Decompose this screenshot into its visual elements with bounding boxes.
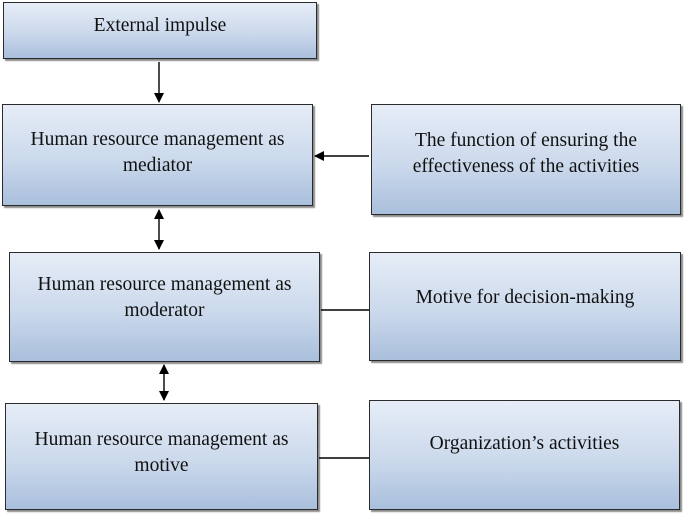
motive-decision-label: Motive for decision-making — [415, 287, 635, 308]
hrm-mediator-label: Human resource management as mediator — [30, 129, 285, 176]
function-effectiveness-box: The function of ensuring the effectivene… — [371, 104, 681, 215]
hrm-motive-box: Human resource management as motive — [5, 403, 318, 510]
external-impulse-label: External impulse — [93, 15, 227, 36]
hrm-motive-label: Human resource management as motive — [34, 429, 289, 476]
motive-decision-box: Motive for decision-making — [369, 252, 681, 361]
hrm-moderator-label: Human resource management as moderator — [37, 274, 292, 321]
hrm-mediator-box: Human resource management as mediator — [2, 104, 313, 206]
hrm-moderator-box: Human resource management as moderator — [9, 252, 320, 362]
organization-activities-label: Organization’s activities — [429, 433, 620, 454]
external-impulse-box: External impulse — [3, 2, 317, 59]
organization-activities-box: Organization’s activities — [369, 400, 680, 510]
function-effectiveness-label: The function of ensuring the effectivene… — [412, 130, 640, 177]
